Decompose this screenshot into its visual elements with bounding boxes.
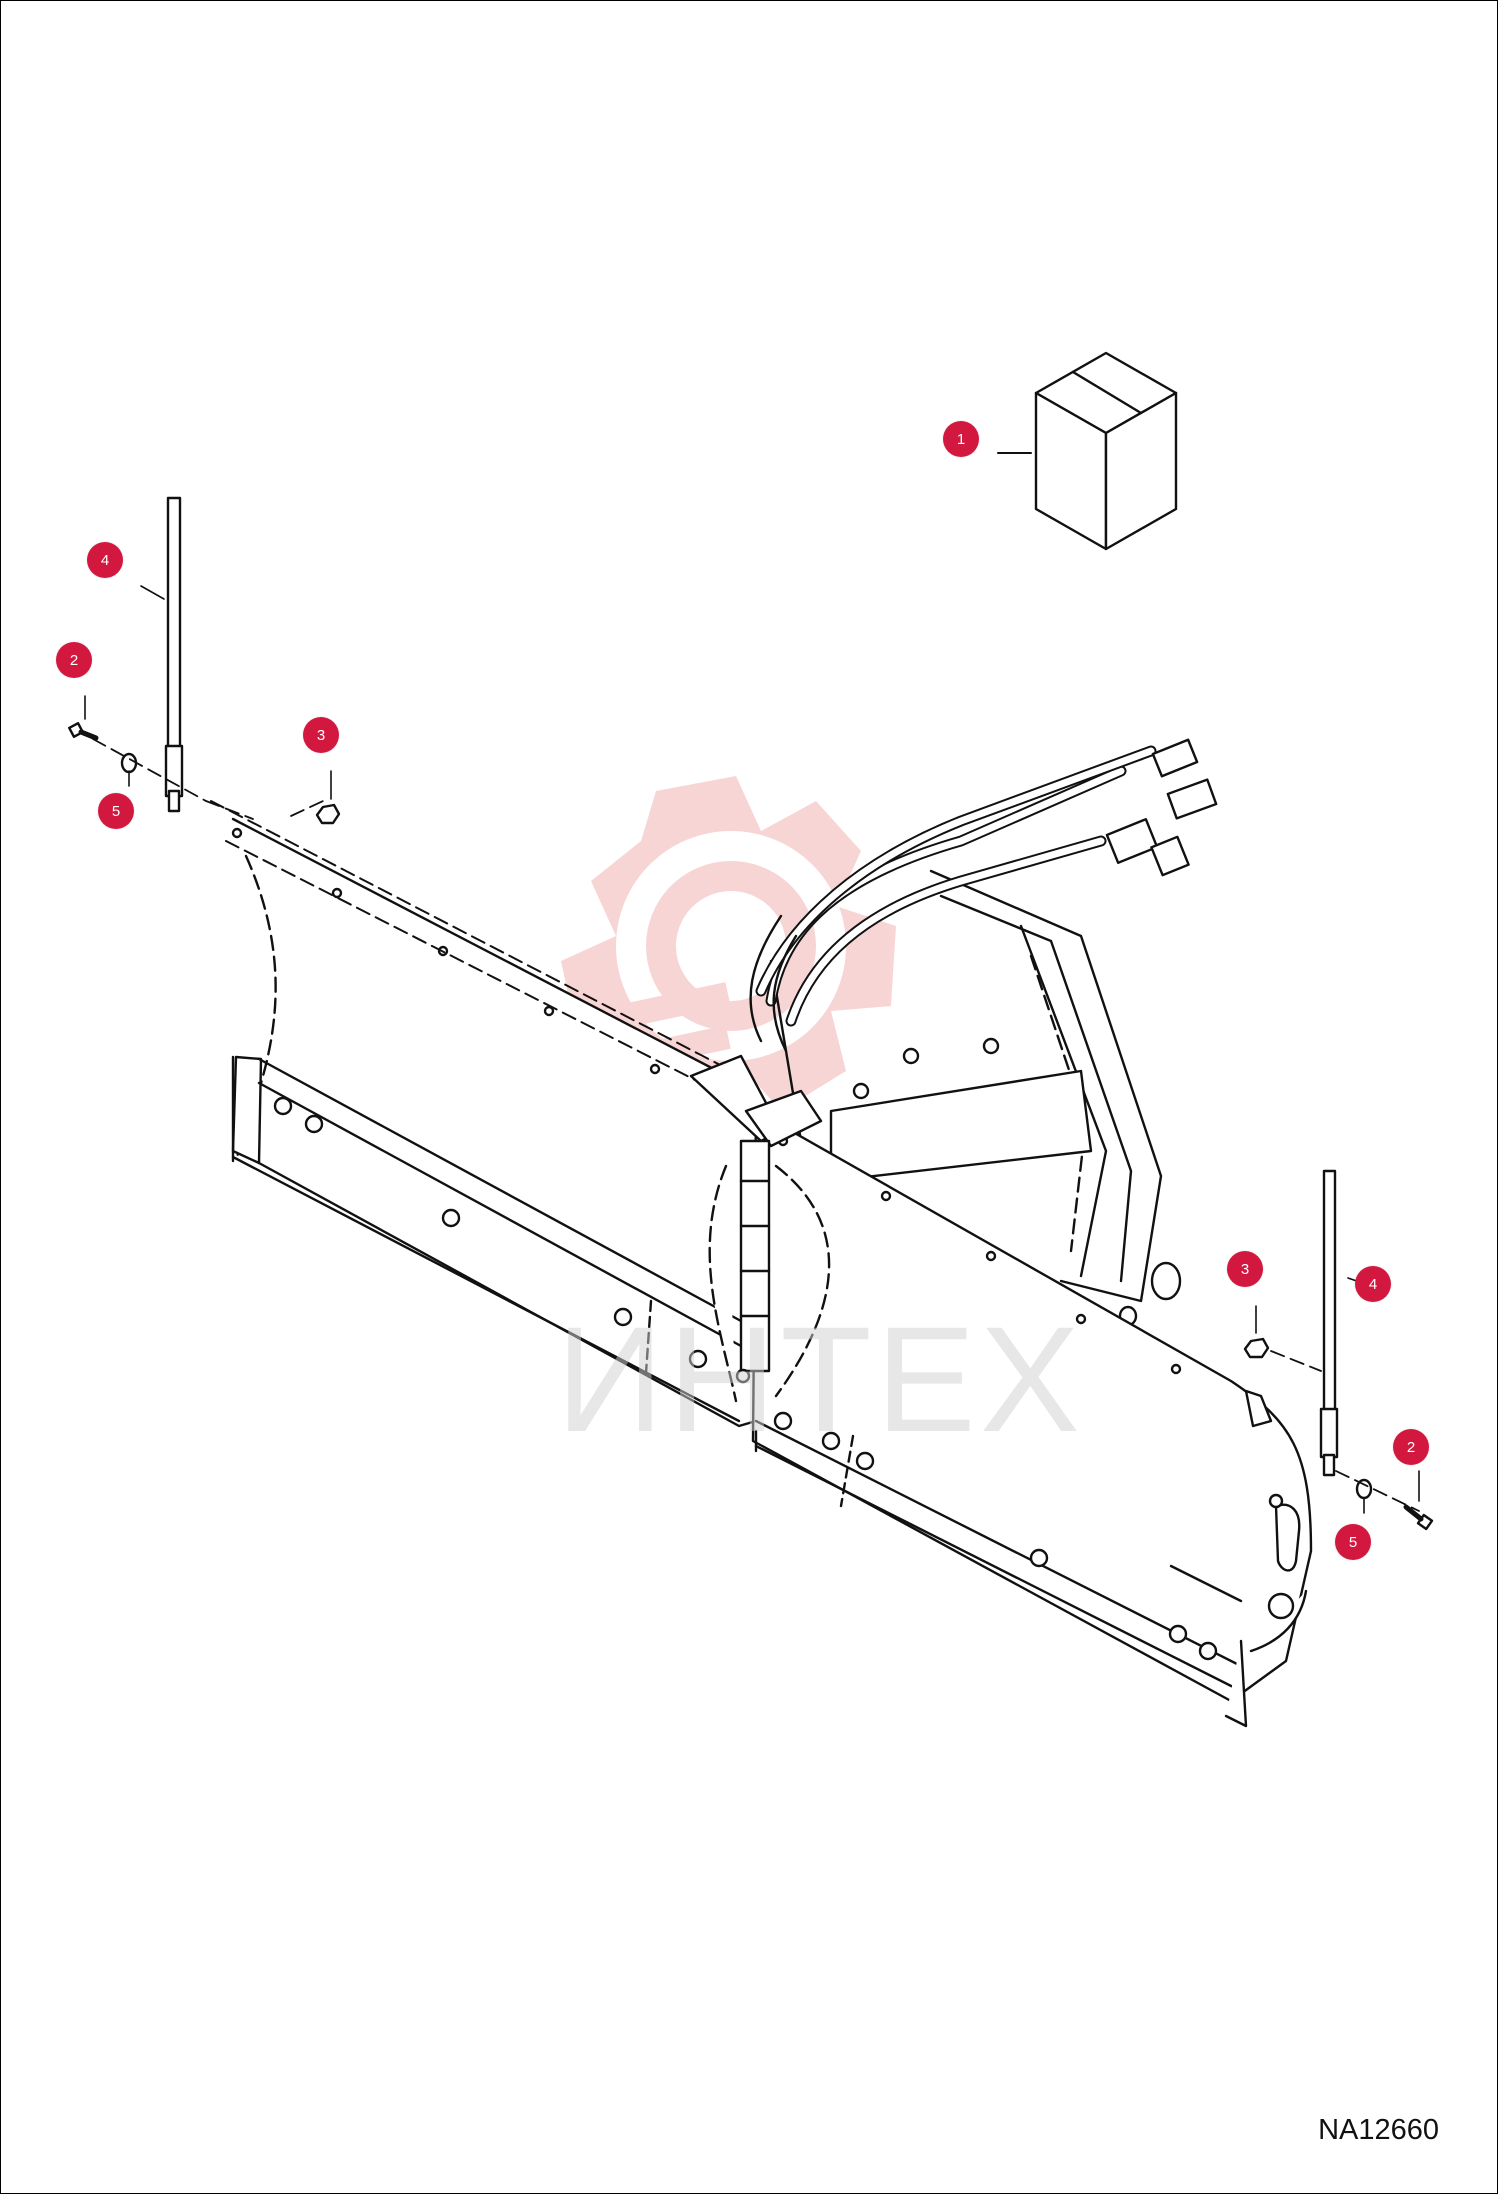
- callout-part-4-left[interactable]: 4: [87, 542, 123, 578]
- part-3-left-nut: [315, 770, 341, 825]
- part-2-right-bolt: [1403, 1470, 1434, 1531]
- part-4-left-rod: [140, 496, 184, 813]
- drawing-number: NA12660: [1318, 2114, 1439, 2146]
- callout-part-1[interactable]: 1: [943, 421, 979, 457]
- explosion-lines: [92, 738, 1420, 1512]
- callout-part-3-left[interactable]: 3: [303, 717, 339, 753]
- callout-part-4-right[interactable]: 4: [1355, 1266, 1391, 1302]
- center-hinge: [689, 1054, 831, 1403]
- callout-part-2-left[interactable]: 2: [56, 642, 92, 678]
- callout-part-5-left[interactable]: 5: [98, 793, 134, 829]
- part-3-right-nut: [1243, 1305, 1270, 1359]
- part-1-kit-box: [997, 351, 1178, 551]
- hydraulic-hoses: [749, 745, 1157, 1053]
- watermark-text: ИНТЕХ: [556, 1295, 1084, 1463]
- part-5-right-washer: [1355, 1478, 1373, 1514]
- blade-right-section: [751, 1109, 1313, 1728]
- part-2-left-bolt: [68, 695, 99, 741]
- part-4-right-rod: [1319, 1169, 1372, 1477]
- callout-part-2-right[interactable]: 2: [1393, 1429, 1429, 1465]
- part-5-left-washer: [120, 752, 138, 787]
- blade-left-section: [231, 817, 758, 1428]
- callout-part-5-right[interactable]: 5: [1335, 1524, 1371, 1560]
- hydraulic-couplers: [1105, 738, 1218, 877]
- callout-part-3-right[interactable]: 3: [1227, 1251, 1263, 1287]
